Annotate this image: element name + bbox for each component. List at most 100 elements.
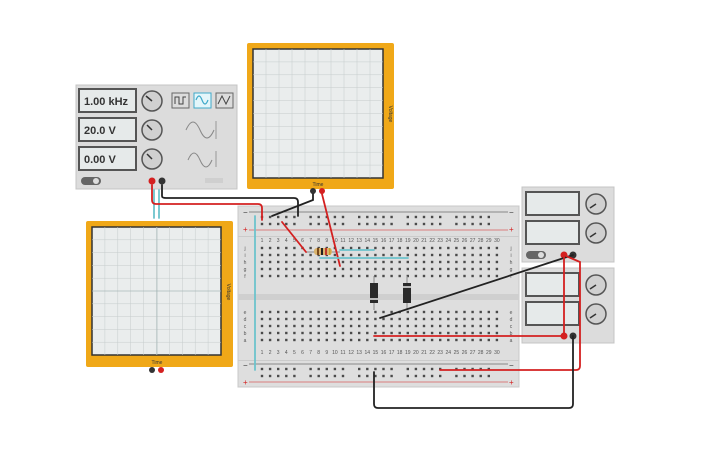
rail-hole[interactable] <box>341 222 345 226</box>
breadboard-hole[interactable] <box>285 317 288 321</box>
scope-top-positive-terminal[interactable] <box>319 188 325 194</box>
rail-hole[interactable] <box>382 374 385 378</box>
rail-hole[interactable] <box>382 215 385 219</box>
breadboard-hole[interactable] <box>366 310 369 314</box>
breadboard-hole[interactable] <box>398 246 401 250</box>
breadboard-hole[interactable] <box>463 310 466 314</box>
breadboard-hole[interactable] <box>390 317 393 321</box>
rail-hole[interactable] <box>293 367 296 371</box>
rail-hole[interactable] <box>268 222 272 226</box>
breadboard-hole[interactable] <box>260 338 264 342</box>
rail-hole[interactable] <box>317 374 320 378</box>
rail-hole[interactable] <box>382 367 385 371</box>
rail-hole[interactable] <box>358 374 361 378</box>
breadboard-hole[interactable] <box>366 324 369 328</box>
breadboard-hole[interactable] <box>390 331 393 335</box>
breadboard-hole[interactable] <box>447 274 450 278</box>
breadboard-hole[interactable] <box>285 246 288 250</box>
breadboard-hole[interactable] <box>406 267 409 271</box>
rail-hole[interactable] <box>341 215 345 219</box>
breadboard-hole[interactable] <box>430 267 434 271</box>
rail-hole[interactable] <box>439 367 442 371</box>
rail-hole[interactable] <box>293 215 296 219</box>
breadboard-hole[interactable] <box>390 310 393 314</box>
rail-hole[interactable] <box>455 215 458 219</box>
breadboard-hole[interactable] <box>268 260 272 264</box>
breadboard-hole[interactable] <box>414 253 418 257</box>
breadboard-hole[interactable] <box>398 274 401 278</box>
breadboard-hole[interactable] <box>341 317 345 321</box>
rail-hole[interactable] <box>471 222 474 226</box>
breadboard-hole[interactable] <box>479 338 482 342</box>
breadboard-hole[interactable] <box>422 338 426 342</box>
breadboard-hole[interactable] <box>495 331 499 335</box>
rail-hole[interactable] <box>406 215 409 219</box>
scope-left-negative-terminal[interactable] <box>149 367 155 373</box>
breadboard-hole[interactable] <box>268 331 272 335</box>
rail-hole[interactable] <box>406 222 409 226</box>
breadboard-hole[interactable] <box>479 274 482 278</box>
breadboard-hole[interactable] <box>471 310 474 314</box>
breadboard-hole[interactable] <box>463 331 466 335</box>
breadboard-hole[interactable] <box>430 260 434 264</box>
breadboard-hole[interactable] <box>430 253 434 257</box>
breadboard-hole[interactable] <box>285 274 288 278</box>
breadboard-hole[interactable] <box>349 253 353 257</box>
breadboard-hole[interactable] <box>382 338 385 342</box>
breadboard-hole[interactable] <box>366 331 369 335</box>
wires[interactable] <box>151 184 581 409</box>
breadboard-hole[interactable] <box>349 317 353 321</box>
diode-1[interactable] <box>370 276 378 310</box>
rail-hole[interactable] <box>374 374 377 378</box>
breadboard-hole[interactable] <box>439 310 442 314</box>
breadboard-hole[interactable] <box>293 338 296 342</box>
ps2-current-knob[interactable] <box>585 303 607 325</box>
breadboard-hole[interactable] <box>398 338 401 342</box>
breadboard-hole[interactable] <box>422 260 426 264</box>
rail-hole[interactable] <box>430 367 434 371</box>
breadboard-hole[interactable] <box>382 267 385 271</box>
rail-hole[interactable] <box>414 374 418 378</box>
breadboard-hole[interactable] <box>463 253 466 257</box>
breadboard-hole[interactable] <box>463 260 466 264</box>
breadboard-hole[interactable] <box>325 310 328 314</box>
breadboard-hole[interactable] <box>487 260 490 264</box>
rail-hole[interactable] <box>487 374 490 378</box>
rail-hole[interactable] <box>390 222 393 226</box>
rail-hole[interactable] <box>374 222 377 226</box>
breadboard-hole[interactable] <box>382 317 385 321</box>
breadboard-hole[interactable] <box>414 267 418 271</box>
fg-positive-terminal[interactable] <box>148 177 156 185</box>
breadboard-hole[interactable] <box>398 324 401 328</box>
power-supply-2[interactable] <box>521 267 615 344</box>
rail-hole[interactable] <box>487 222 490 226</box>
rail-hole[interactable] <box>268 374 272 378</box>
rail-hole[interactable] <box>260 222 264 226</box>
breadboard-hole[interactable] <box>390 274 393 278</box>
breadboard-hole[interactable] <box>422 317 426 321</box>
rail-hole[interactable] <box>374 367 377 371</box>
breadboard-hole[interactable] <box>382 331 385 335</box>
breadboard-hole[interactable] <box>277 274 280 278</box>
breadboard-hole[interactable] <box>439 331 442 335</box>
breadboard-hole[interactable] <box>293 274 296 278</box>
breadboard-hole[interactable] <box>430 338 434 342</box>
rail-hole[interactable] <box>333 222 337 226</box>
sine-wave-button[interactable] <box>193 92 212 109</box>
rail-hole[interactable] <box>358 367 361 371</box>
breadboard-hole[interactable] <box>277 324 280 328</box>
breadboard-hole[interactable] <box>309 317 312 321</box>
breadboard-hole[interactable] <box>333 274 337 278</box>
breadboard-hole[interactable] <box>285 310 288 314</box>
breadboard-hole[interactable] <box>487 324 490 328</box>
breadboard-hole[interactable] <box>317 331 320 335</box>
breadboard-hole[interactable] <box>317 338 320 342</box>
breadboard-hole[interactable] <box>325 324 328 328</box>
breadboard-hole[interactable] <box>293 246 296 250</box>
breadboard-hole[interactable] <box>333 267 337 271</box>
breadboard-hole[interactable] <box>414 274 418 278</box>
breadboard-hole[interactable] <box>301 331 304 335</box>
rail-hole[interactable] <box>471 215 474 219</box>
breadboard-hole[interactable] <box>293 310 296 314</box>
breadboard-hole[interactable] <box>439 274 442 278</box>
